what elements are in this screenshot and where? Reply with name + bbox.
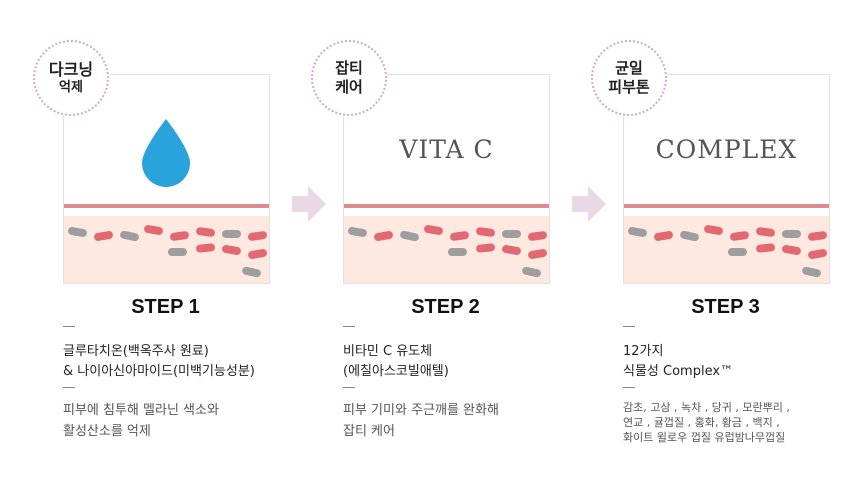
step-1-badge: 다크닝 억제 bbox=[33, 40, 109, 116]
step-3-description: 감초, 고삼 , 녹차 , 당귀 , 모란뿌리 , 연교 , 귤껍질 , 홍화,… bbox=[623, 400, 790, 445]
step-1: 다크닝 억제 STEP 1 글루타치온(백옥주사 원료) & 나이아신아마이드(… bbox=[33, 0, 333, 483]
skin-cell bbox=[782, 230, 801, 238]
divider bbox=[63, 387, 75, 388]
skin-cell bbox=[143, 224, 164, 236]
skin-surface-line bbox=[624, 204, 829, 208]
skin-cell bbox=[475, 226, 496, 238]
skin-surface-line bbox=[64, 204, 269, 208]
badge-line-2: 억제 bbox=[59, 80, 83, 95]
badge-line-2: 케어 bbox=[335, 78, 363, 96]
panel-text: VITA C bbox=[399, 135, 494, 164]
skin-cell bbox=[801, 266, 822, 278]
skin-cell bbox=[449, 230, 470, 242]
step-1-title: STEP 1 bbox=[131, 296, 200, 318]
divider bbox=[63, 326, 75, 327]
divider bbox=[343, 326, 355, 327]
skin-cell bbox=[755, 226, 776, 238]
badge-line-1: 다크닝 bbox=[48, 60, 94, 79]
skin-cell bbox=[195, 226, 216, 238]
skin-cell bbox=[93, 230, 114, 242]
skin-cell bbox=[501, 244, 522, 256]
skin-cell bbox=[807, 248, 828, 260]
step-3: COMPLEX 균일 피부톤 STEP 3 12가지 식물성 Complex™ … bbox=[591, 0, 858, 483]
main-line-1: 12가지 bbox=[623, 344, 664, 359]
skin-cell bbox=[781, 244, 802, 256]
desc-line-3: 화이트 윌로우 껍질 유럽밤나무껍질 bbox=[623, 431, 786, 444]
main-line-2: (에칠아스코빌애텔) bbox=[343, 364, 449, 379]
divider bbox=[343, 387, 355, 388]
skin-cell bbox=[502, 230, 521, 238]
step-1-description: 피부에 침투해 멜라닌 색소와 활성산소를 억제 bbox=[63, 400, 219, 442]
skin-cell bbox=[448, 248, 467, 256]
skin-cell bbox=[521, 266, 542, 278]
skin-cell bbox=[807, 230, 828, 242]
arrow-right-icon bbox=[572, 186, 606, 222]
desc-line-2: 연교 , 귤껍질 , 홍화, 황금 , 백지 , bbox=[623, 416, 780, 429]
desc-line-1: 피부에 침투해 멜라닌 색소와 bbox=[63, 403, 219, 418]
skin-cell bbox=[169, 230, 190, 242]
skin-cell bbox=[527, 248, 548, 260]
skin-cell bbox=[679, 230, 700, 242]
step-2-description: 피부 기미와 주근깨를 완화해 잡티 케어 bbox=[343, 400, 499, 442]
skin-cell bbox=[627, 226, 648, 238]
main-line-1: 글루타치온(백옥주사 원료) bbox=[63, 344, 209, 359]
skin-cell bbox=[729, 230, 750, 242]
step-3-title: STEP 3 bbox=[691, 296, 760, 318]
skin-layer bbox=[64, 216, 269, 283]
skin-cell bbox=[168, 248, 187, 256]
badge-line-1: 균일 bbox=[615, 59, 643, 77]
skin-cell bbox=[347, 226, 368, 238]
main-line-2: & 나이아신아마이드(미백기능성분) bbox=[63, 364, 255, 379]
step-2-ingredients: 비타민 C 유도체 (에칠아스코빌애텔) bbox=[343, 342, 449, 382]
step-2: VITA C 잡티 케어 STEP 2 비타민 C 유도체 (에칠아스코빌애텔)… bbox=[311, 0, 613, 483]
step-3-ingredients: 12가지 식물성 Complex™ bbox=[623, 342, 733, 382]
panel-text: COMPLEX bbox=[655, 135, 798, 164]
skin-layer bbox=[344, 216, 549, 283]
step-2-title: STEP 2 bbox=[411, 296, 480, 318]
badge-line-1: 잡티 bbox=[335, 59, 363, 77]
skin-cell bbox=[527, 230, 548, 242]
skin-cell bbox=[67, 226, 88, 238]
skin-cell bbox=[755, 243, 776, 253]
badge-line-2: 피부톤 bbox=[608, 78, 650, 96]
skin-cell bbox=[423, 224, 444, 236]
step-3-badge: 균일 피부톤 bbox=[591, 40, 667, 116]
step-2-panel: VITA C bbox=[343, 74, 550, 284]
desc-line-1: 피부 기미와 주근깨를 완화해 bbox=[343, 403, 499, 418]
skin-cell bbox=[222, 230, 241, 238]
step-1-panel bbox=[63, 74, 270, 284]
desc-line-1: 감초, 고삼 , 녹차 , 당귀 , 모란뿌리 , bbox=[623, 401, 790, 414]
skin-cell bbox=[247, 230, 268, 242]
skin-cell bbox=[373, 230, 394, 242]
skin-cell bbox=[241, 266, 262, 278]
skin-cell bbox=[399, 230, 420, 242]
divider bbox=[623, 326, 635, 327]
step-3-panel: COMPLEX bbox=[623, 74, 830, 284]
main-line-1: 비타민 C 유도체 bbox=[343, 344, 433, 359]
divider bbox=[623, 387, 635, 388]
step-1-ingredients: 글루타치온(백옥주사 원료) & 나이아신아마이드(미백기능성분) bbox=[63, 342, 255, 382]
main-line-2: 식물성 Complex™ bbox=[623, 364, 734, 379]
arrow-right-icon bbox=[292, 186, 326, 222]
step-2-badge: 잡티 케어 bbox=[311, 40, 387, 116]
skin-cell bbox=[475, 243, 496, 253]
desc-line-2: 활성산소를 억제 bbox=[63, 424, 151, 439]
desc-line-2: 잡티 케어 bbox=[343, 424, 395, 439]
skin-surface-line bbox=[344, 204, 549, 208]
skin-cell bbox=[247, 248, 268, 260]
skin-cell bbox=[728, 248, 747, 256]
skin-cell bbox=[703, 224, 724, 236]
skin-cell bbox=[195, 243, 216, 253]
skin-cell bbox=[221, 244, 242, 256]
water-drop-icon bbox=[142, 119, 190, 187]
skin-cell bbox=[653, 230, 674, 242]
skin-layer bbox=[624, 216, 829, 283]
skin-cell bbox=[119, 230, 140, 242]
